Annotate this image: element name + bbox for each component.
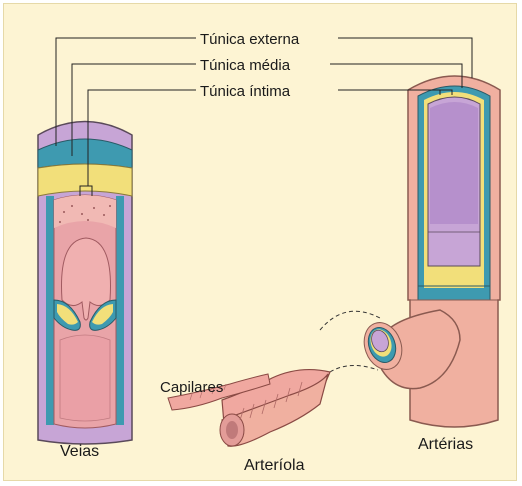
artery [358, 76, 500, 427]
label-tunica-media: Túnica média [200, 57, 291, 74]
label-tunica-externa: Túnica externa [200, 31, 300, 48]
label-arterias: Artérias [418, 436, 473, 453]
label-capilares: Capilares [160, 379, 223, 396]
label-arteriola: Arteríola [244, 457, 305, 474]
label-veias: Veias [60, 443, 99, 460]
label-tunica-intima: Túnica íntima [200, 83, 291, 100]
vein [38, 122, 132, 445]
